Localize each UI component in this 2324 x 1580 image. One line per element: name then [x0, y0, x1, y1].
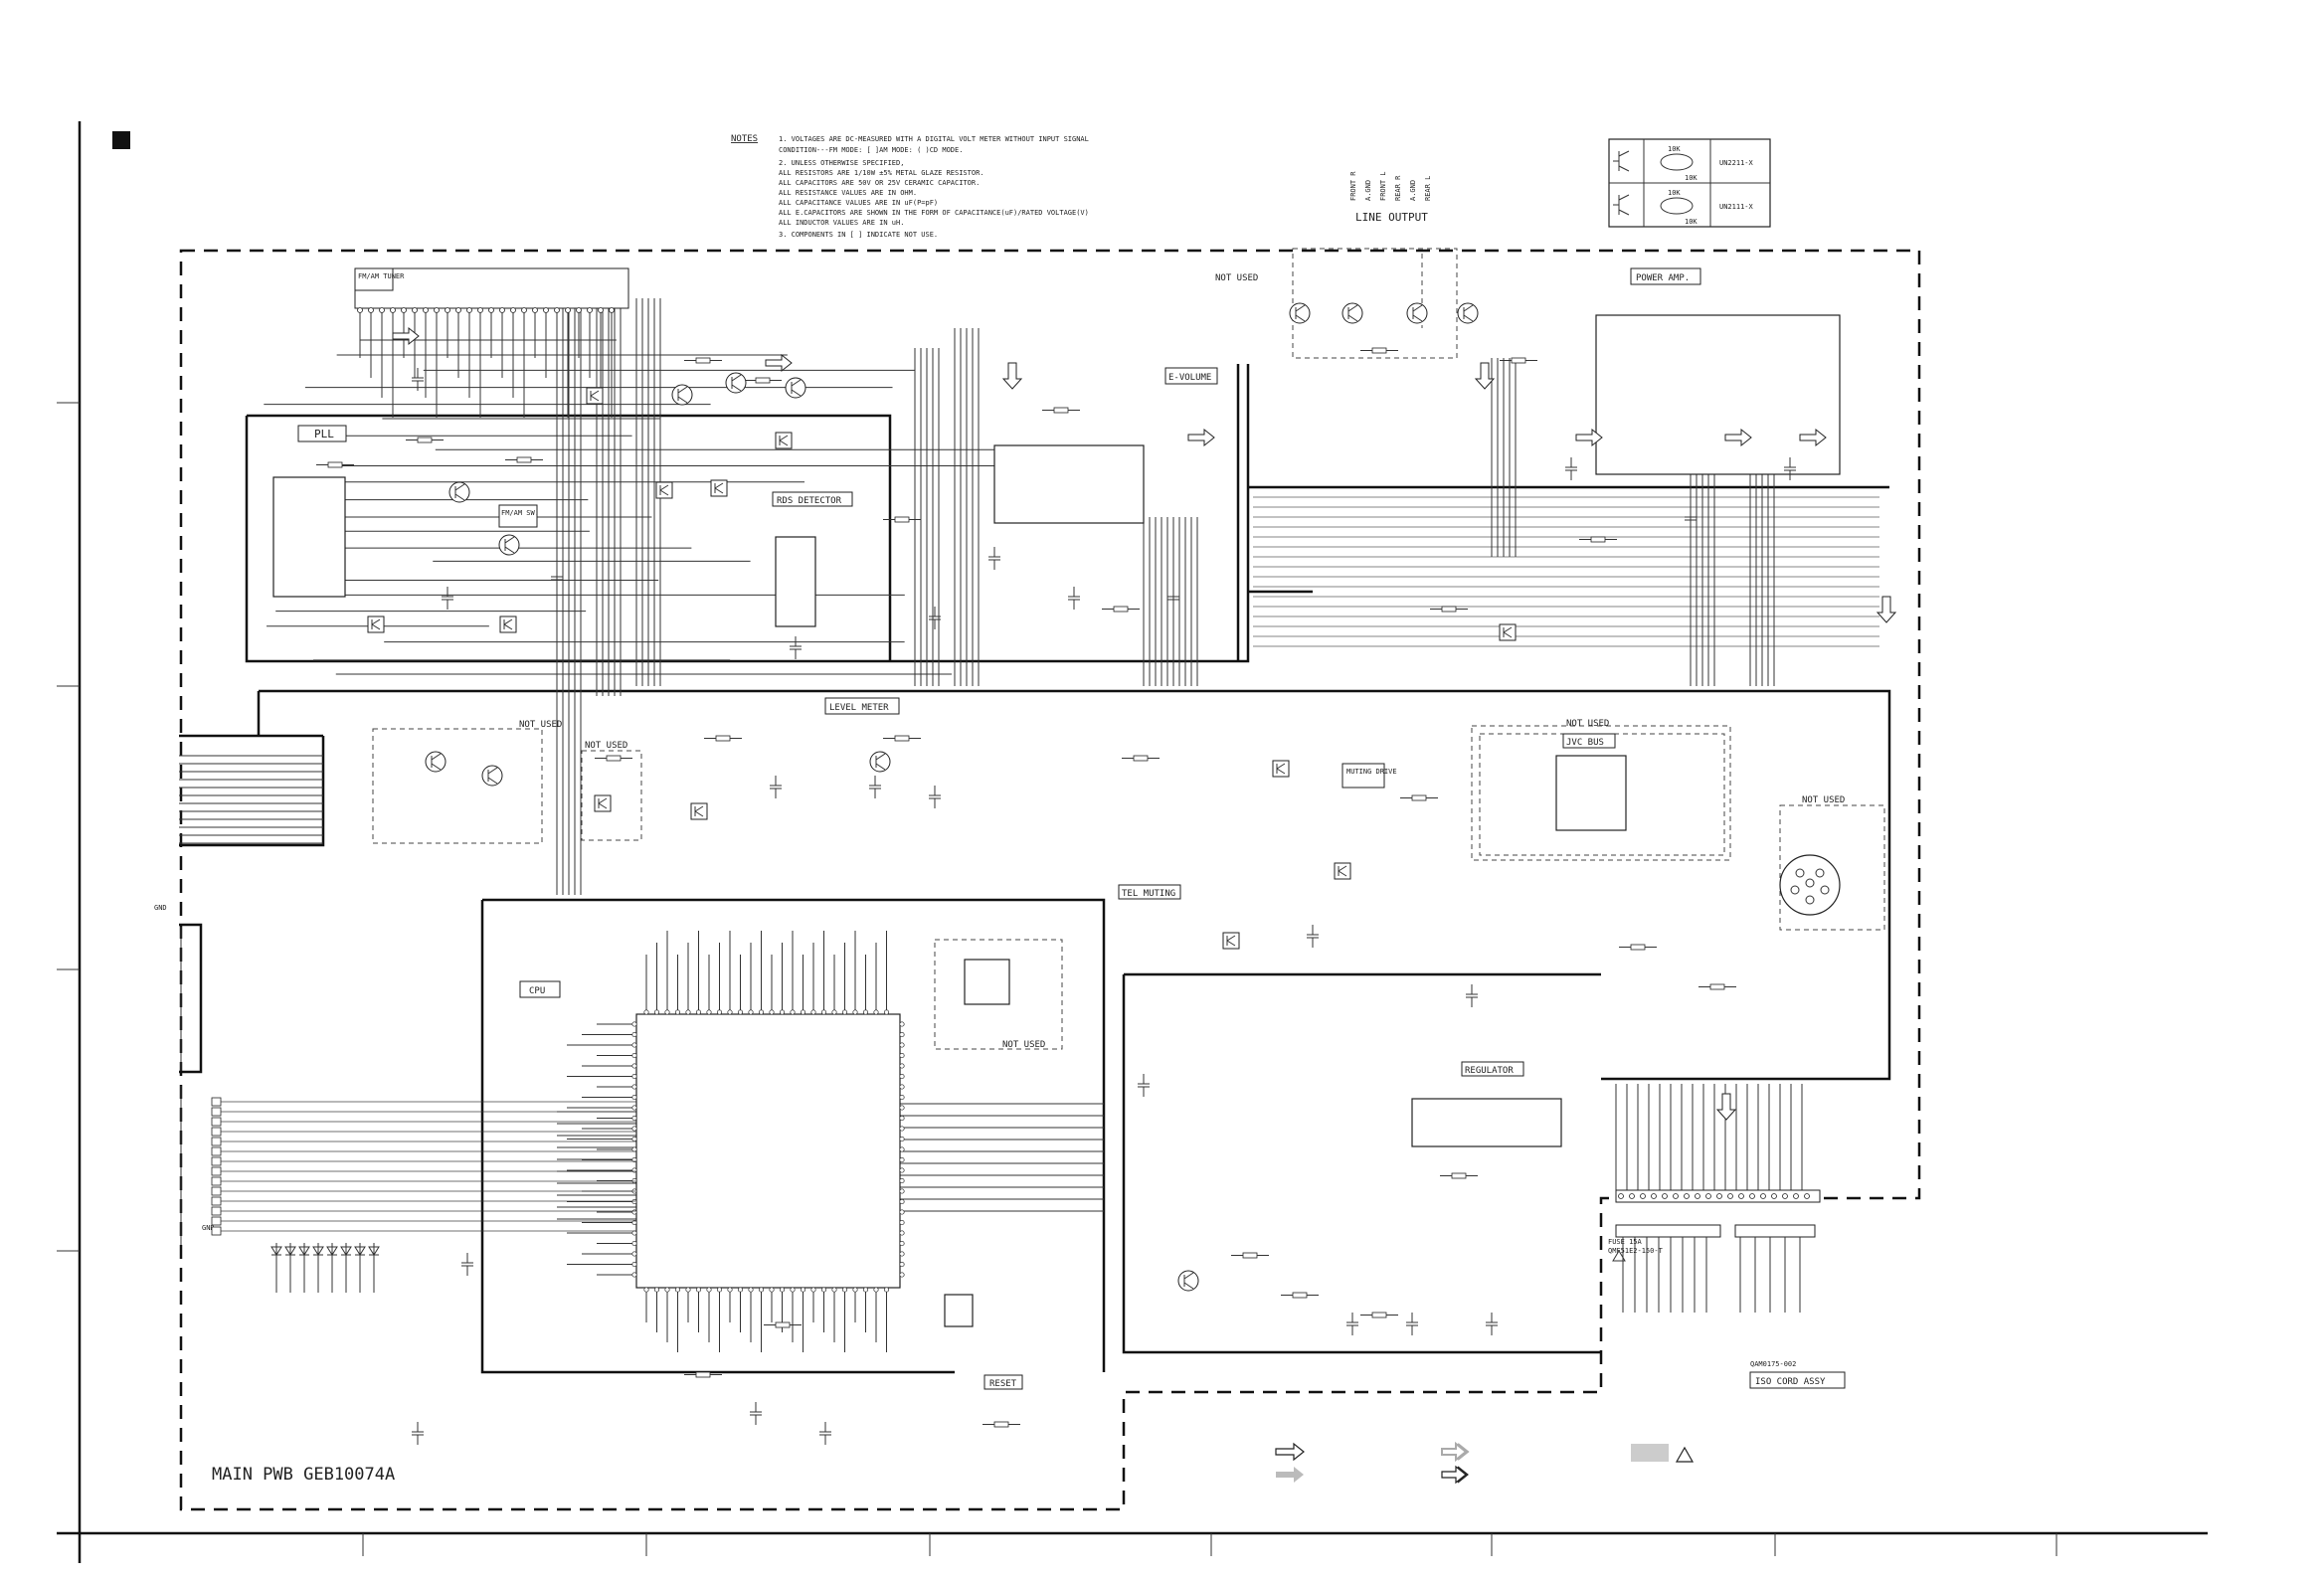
safety-part-swatch	[1631, 1444, 1669, 1462]
line-output-title: LINE OUTPUT	[1355, 211, 1428, 224]
fuse-part: QMF51E2-150-T	[1608, 1247, 1664, 1255]
warning-triangle-icon	[1612, 1250, 1626, 1262]
fuse-label: FUSE 15A	[1608, 1238, 1643, 1246]
pll-ic	[272, 476, 346, 598]
table-r1: 10K	[1668, 189, 1681, 197]
legend	[1275, 1441, 1695, 1485]
line-output-pin: REAR R	[1394, 175, 1402, 201]
muting-drive-block: MUTING DRIVE	[1341, 763, 1397, 789]
bus-signal-arrow-icon	[1441, 1465, 1469, 1485]
power-amp-block: POWER AMP.	[1595, 267, 1841, 475]
cd-signal-arrow-icon	[1441, 1441, 1470, 1463]
notes-line: ALL E.CAPACITORS ARE SHOWN IN THE FORM O…	[779, 209, 1089, 217]
notes-line: ALL CAPACITORS ARE 50V OR 25V CERAMIC CA…	[779, 179, 980, 187]
din-connector-icon	[1779, 854, 1841, 916]
diode-row	[270, 1243, 380, 1293]
table-r2: 10K	[1685, 218, 1698, 226]
notes-line: CONDITION---FM MODE: [ ]AM MODE: ( )CD M…	[779, 146, 963, 154]
table-part: UN2211-X	[1719, 159, 1754, 167]
table-part: UN2111-X	[1719, 203, 1754, 211]
not-used-label: NOT USED	[1002, 1040, 1045, 1050]
bus-wires	[179, 248, 1891, 1374]
jvc-bus-ic	[1555, 755, 1627, 831]
notes-line: ALL RESISTORS ARE 1/10W ±5% METAL GLAZE …	[779, 169, 984, 177]
notes-block: NOTES 1. VOLTAGES ARE DC-MEASURED WITH A…	[731, 134, 1089, 239]
notes-heading: NOTES	[731, 134, 758, 144]
eeprom-ic	[964, 959, 1010, 1005]
not-used-areas: NOT USED NOT USED NOT USED NOT USED NOT …	[372, 273, 1885, 1050]
tuner-label: FM/AM TUNER	[358, 272, 405, 280]
transistor-symbol-icon	[1613, 194, 1630, 216]
notes-line: ALL RESISTANCE VALUES ARE IN OHM.	[779, 189, 917, 197]
sheet-title: MAIN PWB GEB10074A	[212, 1465, 395, 1485]
transistor-table: 10K 10K UN2211-X 10K 10K UN2111-X	[1608, 138, 1771, 228]
cpu-ic	[635, 1013, 901, 1289]
level-meter-label: LEVEL METER	[829, 703, 889, 713]
not-used-label: NOT USED	[1566, 719, 1609, 729]
pll-block: PLL	[272, 425, 347, 598]
reset-block: RESET	[944, 1294, 1023, 1390]
regulator-block: REGULATOR	[1411, 1061, 1562, 1147]
line-output-pin: A.GND	[1364, 180, 1372, 201]
warning-triangle-icon	[1675, 1446, 1695, 1463]
power-amp-ic	[1595, 314, 1841, 475]
line-output-pin: FRONT R	[1349, 171, 1357, 201]
regulator-label: REGULATOR	[1465, 1066, 1514, 1076]
sheet-marker-square	[112, 131, 130, 149]
notes-line: 1. VOLTAGES ARE DC-MEASURED WITH A DIGIT…	[779, 135, 1089, 143]
jvc-bus-block: JVC BUS	[1555, 733, 1627, 831]
left-connector-bracket	[179, 923, 203, 1074]
notes-line: ALL INDUCTOR VALUES ARE IN uH.	[779, 219, 904, 227]
notes-line: 2. UNLESS OTHERWISE SPECIFIED,	[779, 159, 904, 167]
iso-cord-label: ISO CORD ASSY	[1755, 1377, 1826, 1387]
muting-drive-label: MUTING DRIVE	[1346, 768, 1397, 776]
frame-ticks	[57, 402, 2057, 1556]
not-used-label: NOT USED	[1215, 273, 1258, 283]
tel-muting-label: TEL MUTING	[1122, 889, 1175, 899]
notes-line: 3. COMPONENTS IN [ ] INDICATE NOT USE.	[779, 231, 938, 239]
rds-ic	[775, 536, 816, 627]
fmam-sw-label: FM/AM SW.	[501, 509, 539, 517]
not-used-label: NOT USED	[519, 720, 562, 730]
line-output-pin: REAR L	[1424, 176, 1432, 201]
power-amp-label: POWER AMP.	[1636, 273, 1690, 283]
fmam-sw-block: FM/AM SW.	[498, 504, 539, 528]
components	[316, 302, 1897, 1445]
board-outline-dashed	[179, 249, 1921, 1511]
evolume-ic	[993, 444, 1145, 524]
cpu-block: CPU	[519, 931, 905, 1352]
not-used-label: NOT USED	[1802, 795, 1845, 805]
signal-wires	[179, 298, 1879, 1220]
table-r1: 10K	[1668, 145, 1681, 153]
notes-line: ALL CAPACITANCE VALUES ARE IN uF(P=pF)	[779, 199, 938, 207]
regulator-ic	[1411, 1098, 1562, 1147]
cpu-label: CPU	[529, 986, 545, 996]
rds-block: RDS DETECTOR	[772, 491, 853, 627]
line-output-labels: FRONT R A.GND FRONT L REAR R A.GND REAR …	[1349, 171, 1432, 224]
iso-connector-block: QAM0175-002 ISO CORD ASSY FUSE 15A QMF51…	[1608, 1189, 1846, 1389]
iso-part-number: QAM0175-002	[1750, 1360, 1796, 1368]
gnd-label: GND	[154, 904, 167, 912]
rds-label: RDS DETECTOR	[777, 496, 842, 506]
pll-label: PLL	[314, 428, 334, 440]
transistor-symbol-icon	[1613, 150, 1630, 172]
fm-signal-arrow-icon	[1275, 1442, 1305, 1462]
left-connector: GND	[202, 1097, 636, 1236]
evolume-block: E-VOLUME	[993, 367, 1218, 524]
not-used-label: NOT USED	[585, 741, 627, 751]
am-signal-arrow-icon	[1276, 1467, 1304, 1483]
level-meter-block: LEVEL METER	[824, 697, 900, 715]
line-output-pin: FRONT L	[1379, 171, 1387, 201]
connector-gnd-label: GND	[202, 1224, 215, 1232]
jvc-bus-label: JVC BUS	[1566, 738, 1604, 748]
tuner-block: FM/AM TUNER	[354, 267, 629, 418]
table-r2: 10K	[1685, 174, 1698, 182]
reset-label: RESET	[989, 1379, 1017, 1389]
tel-muting-block: TEL MUTING	[1118, 884, 1181, 900]
line-output-pin: A.GND	[1409, 180, 1417, 201]
evolume-label: E-VOLUME	[1168, 373, 1211, 383]
